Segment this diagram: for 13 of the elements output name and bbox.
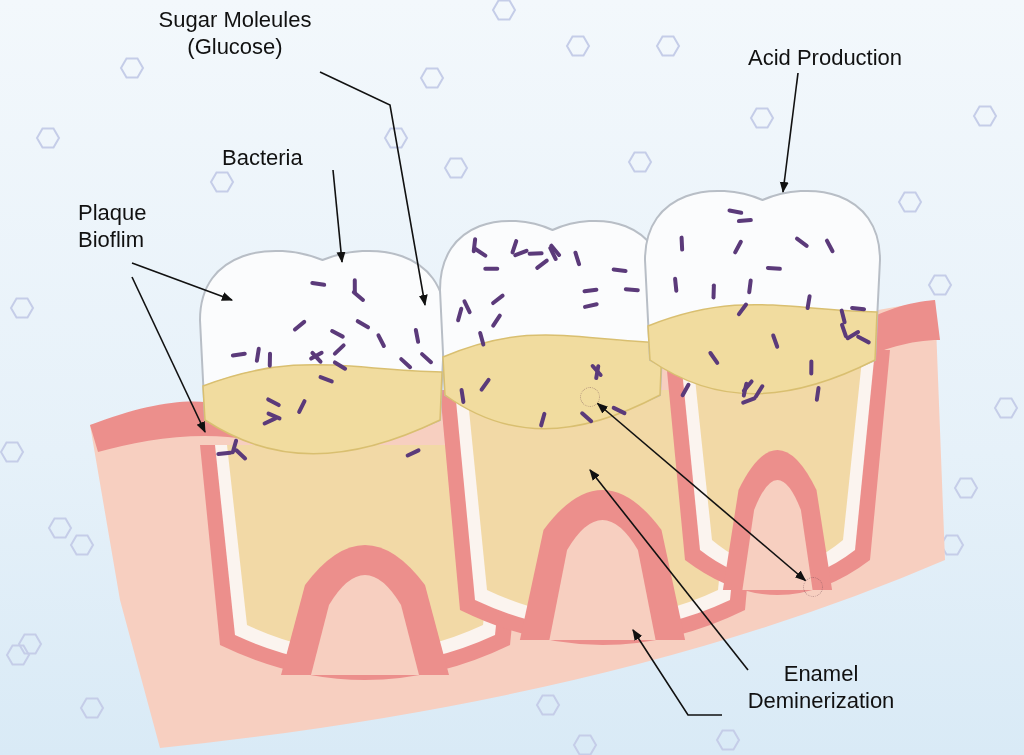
callout-label: Bacteria xyxy=(222,144,322,171)
leader-line xyxy=(632,629,723,716)
leader-line xyxy=(131,276,206,433)
leader-line xyxy=(131,262,234,301)
leader-line xyxy=(319,71,428,307)
leader-line xyxy=(779,72,799,194)
callout-label: Enamel Deminerization xyxy=(726,660,916,714)
callout-label: Sugar Moleules (Glucose) xyxy=(150,6,320,60)
callout-label: Plaque Bioflim xyxy=(78,199,178,253)
leader-line xyxy=(332,169,346,264)
leader-line xyxy=(596,402,807,582)
leader-line xyxy=(589,469,749,671)
callout-label: Acid Production xyxy=(748,44,948,71)
